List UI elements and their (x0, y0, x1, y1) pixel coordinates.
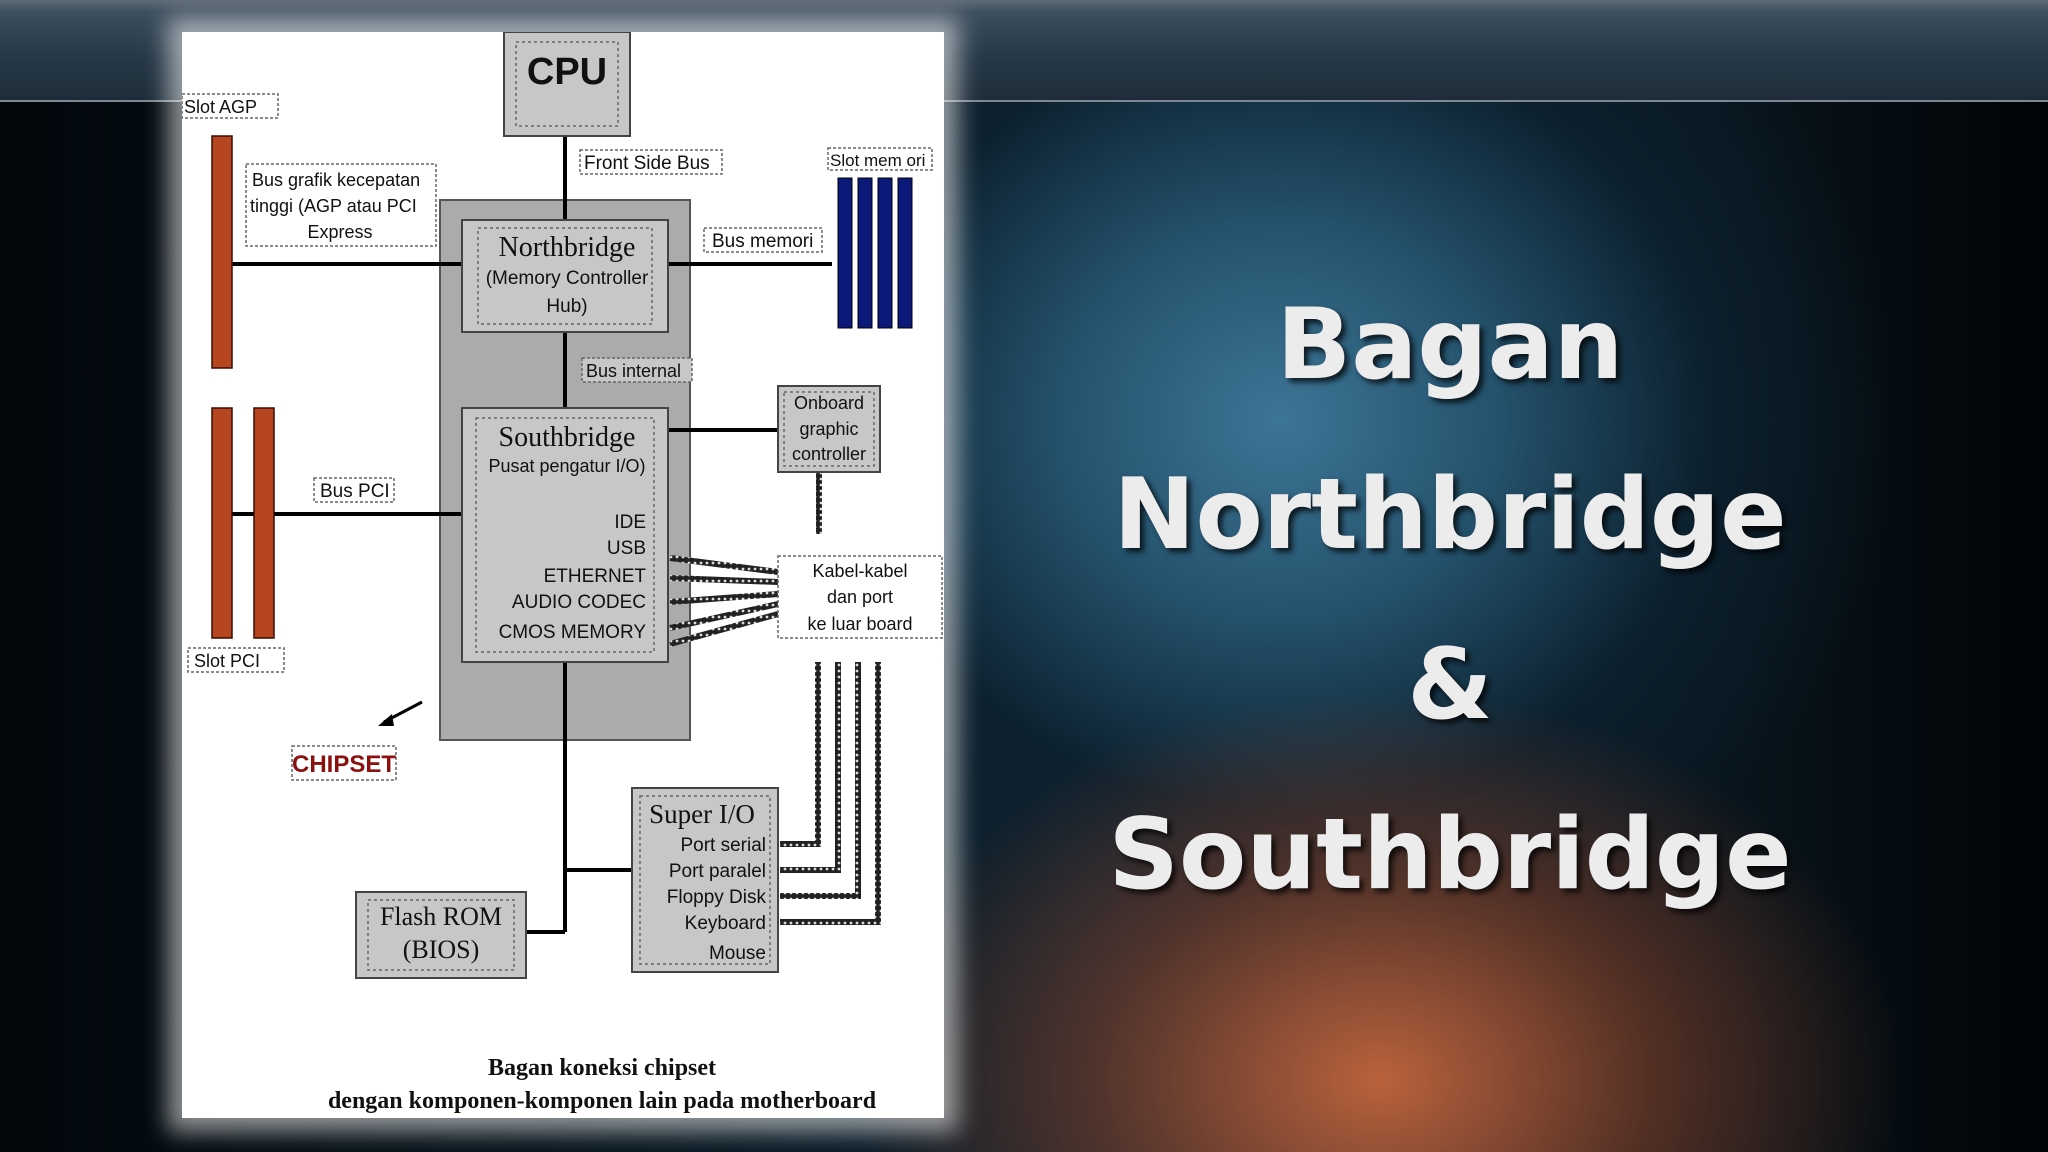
caption-line-2: dengan komponen-komponen lain pada mothe… (328, 1088, 877, 1114)
agp-bus-line-1: Bus grafik kecepatan (252, 170, 420, 190)
northbridge-line-1: (Memory Controller (486, 268, 649, 289)
super-io-item: Keyboard (685, 913, 766, 934)
chipset-label: CHIPSET (292, 751, 396, 778)
slide-title-line: & (1407, 628, 1493, 742)
slot-memori-label: Slot mem ori (830, 151, 925, 170)
diagram-image: CPU Front Side Bus Slot AGP Bus grafik k… (182, 32, 944, 1118)
memory-slots (837, 177, 913, 329)
northbridge-title: Northbridge (499, 232, 636, 263)
northbridge-line-2: Hub) (546, 296, 587, 317)
super-io-item: Port serial (680, 835, 766, 856)
cpu-box (503, 32, 631, 137)
agp-slot (211, 135, 233, 369)
slide-title-line: Bagan (1276, 288, 1624, 402)
cable-lines (669, 472, 881, 925)
pci-slot (211, 407, 233, 639)
chipset-arrow (378, 700, 423, 726)
cables-line: ke luar board (807, 614, 912, 634)
southbridge-subtitle: Pusat pengatur I/O) (488, 456, 645, 476)
southbridge-item: CMOS MEMORY (499, 622, 647, 643)
cables-line: dan port (827, 587, 893, 607)
super-io-item: Mouse (709, 943, 766, 964)
onboard-graphic-line: Onboard (794, 393, 864, 413)
onboard-graphic-box (777, 385, 881, 473)
flash-rom-box (355, 891, 527, 979)
front-side-bus-label: Front Side Bus (584, 153, 710, 174)
chipset-diagram: CPU Front Side Bus Slot AGP Bus grafik k… (182, 32, 943, 1114)
bus-memori-label: Bus memori (712, 231, 813, 252)
southbridge-item: ETHERNET (544, 566, 647, 587)
super-io-item: Port paralel (669, 861, 766, 882)
pci-slot (253, 407, 275, 639)
flash-rom-line-1: Flash ROM (380, 902, 502, 931)
agp-bus-line-2: tinggi (AGP atau PCI (250, 196, 417, 216)
slide-title-line: Southbridge (1108, 798, 1792, 912)
caption-line-1: Bagan koneksi chipset (488, 1055, 716, 1081)
slide-title-line: Northbridge (1113, 458, 1787, 572)
flash-rom-line-2: (BIOS) (403, 935, 480, 964)
southbridge-title: Southbridge (499, 422, 636, 453)
onboard-graphic-line: controller (792, 444, 866, 464)
cables-line: Kabel-kabel (812, 561, 907, 581)
slot-pci-label: Slot PCI (194, 651, 260, 671)
slide-title: Bagan Northbridge & Southbridge (1090, 260, 1810, 940)
southbridge-item: IDE (614, 512, 646, 533)
southbridge-item: USB (607, 538, 646, 559)
onboard-graphic-line: graphic (799, 419, 858, 439)
bus-internal-label: Bus internal (586, 361, 681, 381)
super-io-box (631, 787, 779, 973)
slot-agp-label: Slot AGP (184, 97, 257, 117)
agp-bus-line-3: Express (307, 222, 372, 242)
cpu-label: CPU (527, 51, 607, 93)
bus-pci-label: Bus PCI (320, 481, 390, 502)
southbridge-box (461, 407, 669, 663)
super-io-title: Super I/O (649, 799, 755, 829)
super-io-item: Floppy Disk (667, 887, 767, 908)
northbridge-box (461, 219, 669, 333)
southbridge-item: AUDIO CODEC (512, 592, 646, 613)
